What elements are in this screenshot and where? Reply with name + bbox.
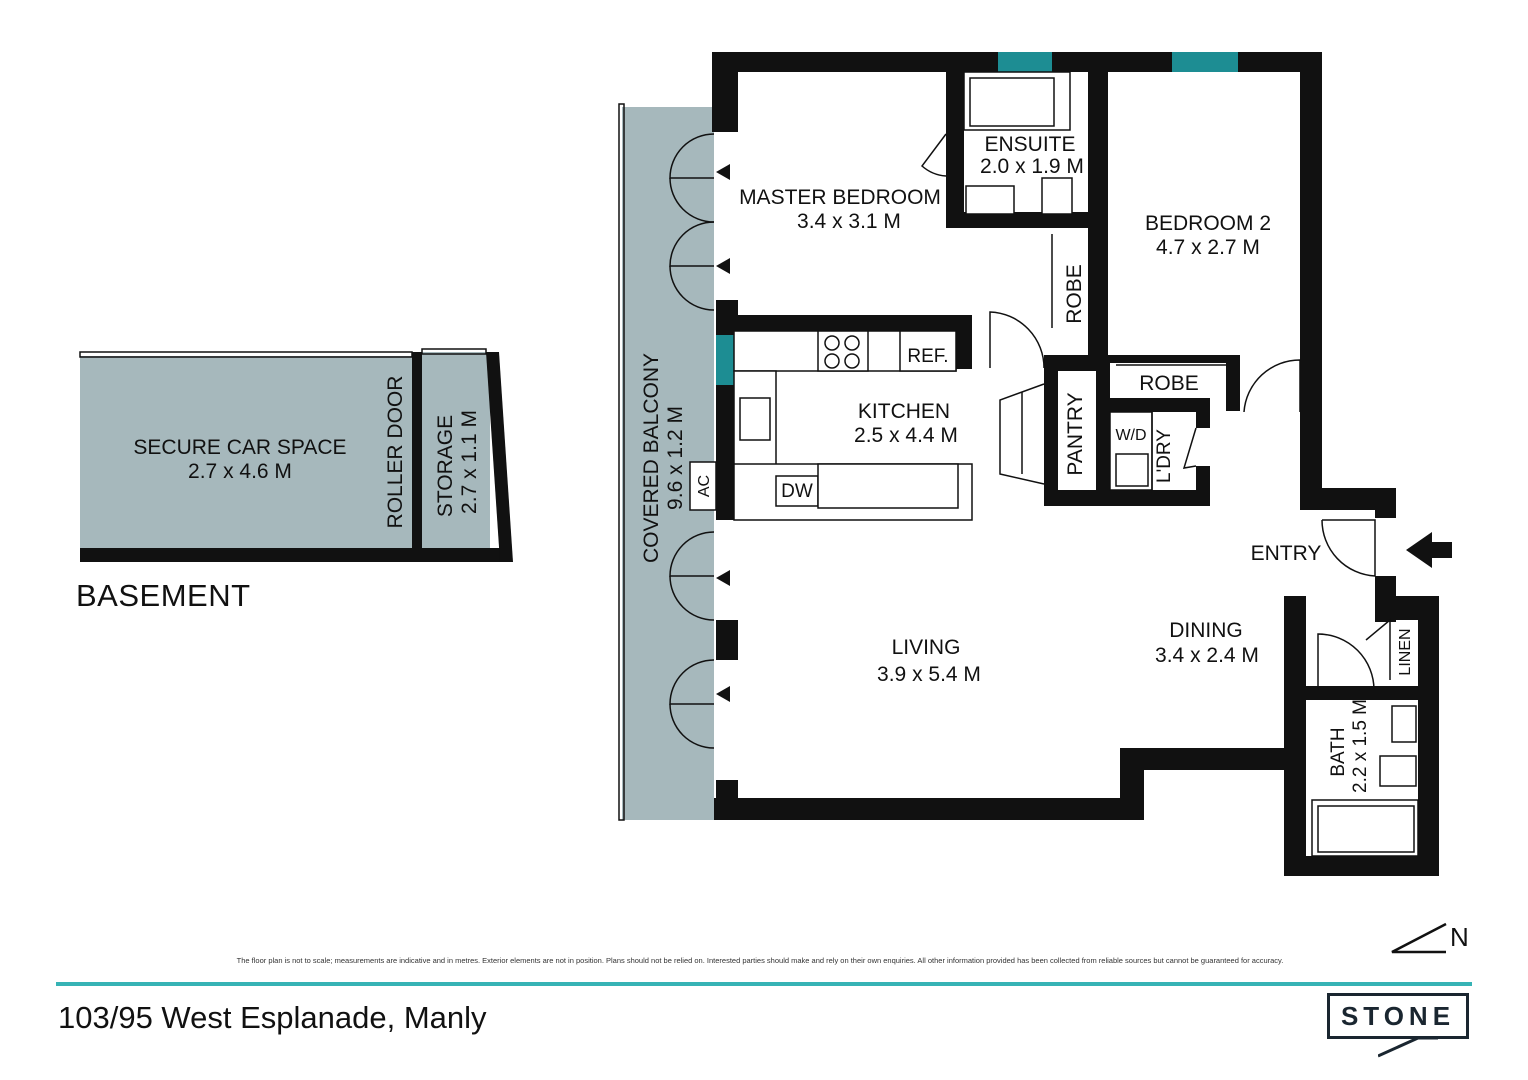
kitchen-size: 2.5 x 4.4 M — [854, 424, 958, 447]
ref-label: REF. — [907, 346, 948, 367]
car-space-name: SECURE CAR SPACE — [133, 436, 346, 459]
roller-door-label: ROLLER DOOR — [384, 376, 407, 529]
door-markers — [716, 164, 730, 702]
basement-bottom-wall — [80, 548, 512, 562]
wd-label: W/D — [1115, 427, 1146, 444]
car-space-size: 2.7 x 4.6 M — [188, 460, 292, 483]
dining-name: DINING — [1169, 619, 1243, 642]
pantry-label: PANTRY — [1064, 392, 1087, 475]
dw-label: DW — [781, 481, 813, 502]
bath-fixtures — [1311, 705, 1419, 857]
balcony-doors — [669, 133, 715, 749]
kitchen-name: KITCHEN — [858, 400, 950, 423]
basement-label: BASEMENT — [76, 578, 251, 613]
entry-label: ENTRY — [1251, 542, 1322, 565]
balcony-name: COVERED BALCONY — [640, 353, 663, 563]
living-name: LIVING — [892, 636, 961, 659]
ensuite-fixtures — [963, 71, 1073, 215]
basement-plan — [79, 348, 513, 562]
laundry-label: L'DRY — [1154, 429, 1175, 483]
north-arrow-icon — [1391, 922, 1447, 954]
roller-door-wall — [412, 352, 422, 550]
car-space-area — [80, 356, 412, 549]
ensuite-size: 2.0 x 1.9 M — [980, 155, 1084, 178]
ac-label: AC — [696, 475, 713, 497]
bedroom2-name: BEDROOM 2 — [1145, 212, 1271, 235]
bath-size: 2.2 x 1.5 M — [1350, 699, 1371, 793]
window-kitchen — [716, 335, 734, 385]
storage-end-wall — [486, 352, 513, 562]
balcony-size: 9.6 x 1.2 M — [664, 406, 687, 510]
ensuite-name: ENSUITE — [984, 133, 1075, 156]
window-bedroom2 — [1172, 52, 1238, 72]
washer-dryer — [1115, 453, 1149, 487]
brand-logo: STONE — [1327, 993, 1469, 1039]
interior-doors — [920, 133, 1391, 691]
master-name: MASTER BEDROOM — [739, 186, 941, 209]
walls — [712, 52, 1439, 876]
accent-rule — [56, 982, 1472, 986]
master-size: 3.4 x 3.1 M — [797, 210, 901, 233]
entry-arrow-icon — [1406, 532, 1452, 568]
linen-label: LINEN — [1397, 628, 1414, 675]
logo-tail-icon — [1378, 1036, 1438, 1058]
property-address: 103/95 West Esplanade, Manly — [58, 1000, 487, 1035]
living-size: 3.9 x 5.4 M — [877, 663, 981, 686]
bath-name: BATH — [1328, 727, 1349, 776]
storage-size: 2.7 x 1.1 M — [458, 410, 481, 514]
robe2-label: ROBE — [1139, 372, 1199, 395]
kitchen-fixtures — [733, 330, 973, 521]
window-ensuite — [998, 52, 1052, 72]
north-label: N — [1450, 922, 1469, 952]
storage-area — [422, 352, 490, 549]
bedroom2-size: 4.7 x 2.7 M — [1156, 236, 1260, 259]
storage-top-edge — [421, 348, 487, 355]
balcony-edge — [618, 103, 625, 821]
dining-size: 3.4 x 2.4 M — [1155, 644, 1259, 667]
disclaimer: The floor plan is not to scale; measurem… — [236, 956, 1284, 965]
car-space-top-edge — [79, 351, 413, 358]
robe1-label: ROBE — [1063, 264, 1086, 324]
storage-name: STORAGE — [434, 415, 457, 517]
